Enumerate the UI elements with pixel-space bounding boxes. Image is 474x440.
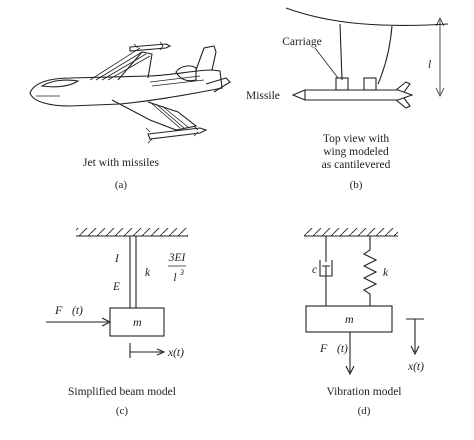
missile-fins — [395, 81, 411, 109]
mass-label-d: m — [345, 312, 354, 326]
beam-model — [46, 228, 188, 358]
jet-cockpit — [40, 79, 80, 88]
jet-tail-fin — [195, 45, 217, 71]
sub-label-b: (b) — [350, 179, 363, 191]
top-view-illustration — [285, 7, 449, 109]
jet-illustration — [29, 41, 231, 144]
mass-d — [305, 305, 393, 333]
caption-c: Simplified beam model — [68, 386, 176, 398]
displacement-marker-d — [406, 318, 424, 352]
length-label: l — [428, 59, 431, 71]
caption-b-line2: wing modeled — [323, 146, 389, 158]
jet-lower-wing — [111, 99, 198, 131]
lower-wing-missile — [147, 127, 208, 140]
displacement-label-d: x(t) — [407, 361, 424, 373]
caption-b-line3: as cantilevered — [322, 159, 391, 171]
caption-a: Jet with missiles — [83, 157, 160, 169]
sub-label-c: (c) — [116, 405, 129, 417]
fuselage-edge — [285, 7, 449, 26]
stiffness-denominator: l — [173, 272, 176, 284]
sub-label-a: (a) — [115, 179, 128, 191]
label-k-d: k — [383, 267, 389, 279]
label-k-c: k — [145, 267, 151, 279]
missile-nose — [291, 89, 306, 101]
missile-body — [304, 89, 414, 101]
force-arg-d: (t) — [337, 343, 348, 355]
jet-tail-plane — [205, 77, 231, 93]
caption-b-line1: Top view with — [323, 133, 390, 145]
carriage-pointer — [314, 47, 339, 79]
vibration-model — [304, 228, 424, 376]
label-c: c — [312, 264, 317, 276]
damper — [319, 236, 333, 306]
force-label-d: F — [319, 341, 328, 355]
carriage-label: Carriage — [282, 36, 322, 48]
mass-label-c: m — [133, 315, 142, 329]
force-label-c: F — [54, 303, 63, 317]
force-arg-c: (t) — [72, 305, 83, 317]
carriage-block-right — [363, 77, 377, 91]
ceiling-hatch-d — [304, 228, 398, 236]
displacement-marker-c — [129, 343, 162, 358]
sub-label-d: (d) — [358, 405, 371, 417]
jet-upper-wing — [117, 51, 153, 81]
label-E: E — [112, 281, 120, 293]
wing-trailing-edge — [377, 25, 393, 85]
missile-label: Missile — [246, 90, 280, 102]
wing-leading-edge — [339, 23, 343, 81]
label-I: I — [114, 253, 120, 265]
jet-intake — [175, 65, 197, 82]
upper-wing-missile — [129, 43, 172, 52]
stiffness-exponent: 3 — [179, 268, 184, 277]
jet-fuselage — [29, 69, 223, 107]
stiffness-numerator: 3EI — [168, 252, 187, 264]
spring — [362, 236, 378, 306]
ceiling-hatch-c — [76, 228, 188, 236]
displacement-label-c: x(t) — [167, 347, 184, 359]
caption-d: Vibration model — [326, 386, 401, 398]
beam — [129, 236, 137, 308]
